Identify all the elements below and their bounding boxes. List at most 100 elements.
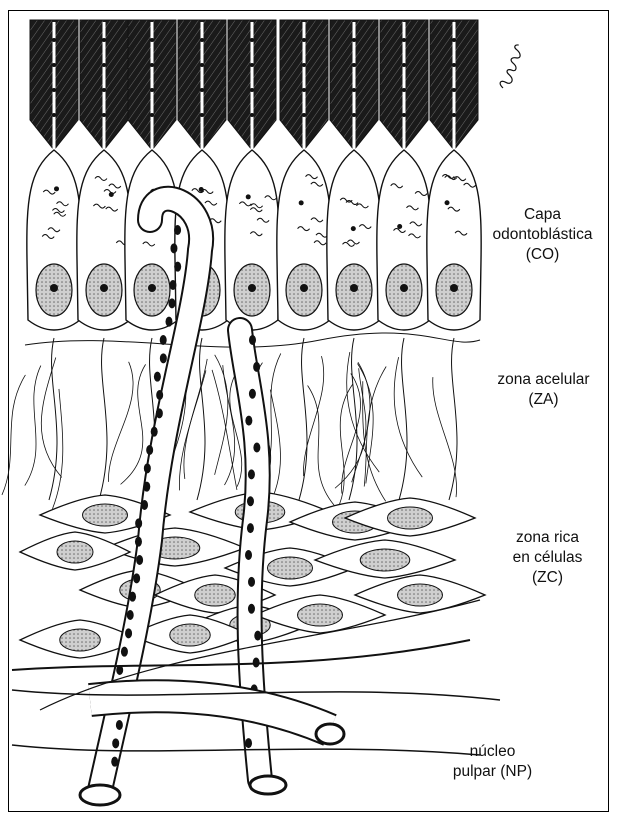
endothelial-nucleus: [151, 427, 158, 437]
label-co-line1: Capa: [480, 205, 605, 225]
nucleolus: [148, 284, 156, 292]
granule: [199, 187, 204, 192]
nucleolus: [450, 284, 458, 292]
endothelial-nucleus: [245, 738, 252, 748]
label-za-line2: (ZA): [476, 390, 611, 410]
endothelial-nucleus: [247, 496, 254, 506]
tubule-dot: [402, 38, 406, 42]
tubule-dot: [302, 113, 306, 117]
endothelial-nucleus: [174, 262, 181, 272]
endothelial-nucleus: [156, 408, 163, 418]
fibroblast-nucleus: [195, 584, 236, 606]
fiber: [308, 385, 335, 505]
nucleolus: [400, 284, 408, 292]
fiber: [394, 357, 422, 477]
granule: [54, 186, 59, 191]
endothelial-nucleus: [143, 482, 150, 492]
vessel-opening: [250, 776, 286, 794]
vessel-opening: [316, 724, 344, 744]
tubule-dot: [352, 63, 356, 67]
tubule-dot: [452, 63, 456, 67]
endothelial-nucleus: [174, 225, 181, 235]
fibroblast-nucleus: [398, 584, 443, 606]
tubule-dot: [150, 113, 154, 117]
granule: [351, 226, 356, 231]
label-co-line3: (CO): [480, 245, 605, 265]
label-zc-line3: (ZC): [490, 568, 605, 588]
granule: [445, 200, 450, 205]
tubule-dot: [52, 88, 56, 92]
nucleolus: [300, 284, 308, 292]
cell-process: [349, 338, 357, 500]
endothelial-nucleus: [168, 298, 175, 308]
endothelial-nucleus: [135, 537, 142, 547]
tubule-dot: [52, 38, 56, 42]
endothelial-nucleus: [248, 469, 255, 479]
label-np-line1: núcleo: [430, 742, 555, 762]
endothelial-nucleus: [248, 604, 255, 614]
fiber: [215, 355, 228, 475]
endothelial-nucleus: [248, 577, 255, 587]
endothelial-nucleus: [156, 390, 163, 400]
tubule-dot: [302, 63, 306, 67]
label-pulp-core: núcleo pulpar (NP): [430, 742, 555, 782]
fibroblast-nucleus: [298, 604, 343, 626]
tubule-dot: [250, 113, 254, 117]
endothelial-nucleus: [169, 280, 176, 290]
tubule-dot: [102, 88, 106, 92]
endothelial-nucleus: [247, 523, 254, 533]
endothelial-nucleus: [165, 317, 172, 327]
fiber: [433, 377, 457, 497]
fibroblast-nucleus: [57, 541, 93, 563]
cell-process: [399, 338, 407, 500]
nucleolus: [50, 284, 58, 292]
label-co-line2: odontoblástica: [480, 225, 605, 245]
fibroblast-nucleus: [268, 557, 313, 579]
granule: [246, 194, 251, 199]
endothelial-nucleus: [249, 335, 256, 345]
endothelial-nucleus: [253, 362, 260, 372]
tubule-dot: [150, 63, 154, 67]
tubule-dot: [250, 63, 254, 67]
endothelial-nucleus: [146, 445, 153, 455]
endothelial-nucleus: [249, 389, 256, 399]
endothelial-nucleus: [245, 416, 252, 426]
label-cell-rich-zone: zona rica en células (ZC): [490, 528, 605, 588]
dentin-layer: [30, 20, 478, 150]
fiber: [335, 368, 366, 488]
fiber: [41, 357, 61, 477]
fiber: [2, 375, 25, 495]
fibroblast-nucleus: [388, 507, 433, 529]
endothelial-nucleus: [112, 738, 119, 748]
tubule-dot: [150, 88, 154, 92]
endothelial-nucleus: [154, 372, 161, 382]
nucleolus: [100, 284, 108, 292]
tubule-dot: [452, 113, 456, 117]
tubule-dot: [452, 38, 456, 42]
tubule-dot: [452, 88, 456, 92]
fiber: [52, 389, 62, 509]
endothelial-nucleus: [144, 463, 151, 473]
endothelial-nucleus: [254, 631, 261, 641]
tubule-dot: [102, 63, 106, 67]
label-zc-line2: en células: [490, 548, 605, 568]
tubule-dot: [150, 38, 154, 42]
tubule-dot: [250, 38, 254, 42]
tubule-dot: [352, 88, 356, 92]
fibroblast-nucleus: [83, 504, 128, 526]
label-cell-free-zone: zona acelular (ZA): [476, 370, 611, 410]
granule: [299, 200, 304, 205]
nucleolus: [350, 284, 358, 292]
tubule-dot: [250, 88, 254, 92]
endothelial-nucleus: [135, 518, 142, 528]
vessel-opening: [80, 785, 120, 805]
cell-process: [299, 338, 307, 500]
tubule-dot: [52, 113, 56, 117]
endothelial-nucleus: [133, 573, 140, 583]
tubule-dot: [52, 63, 56, 67]
cell-process: [49, 338, 57, 500]
nucleolus: [248, 284, 256, 292]
fibroblast-nucleus: [170, 624, 211, 646]
label-za-line1: zona acelular: [476, 370, 611, 390]
